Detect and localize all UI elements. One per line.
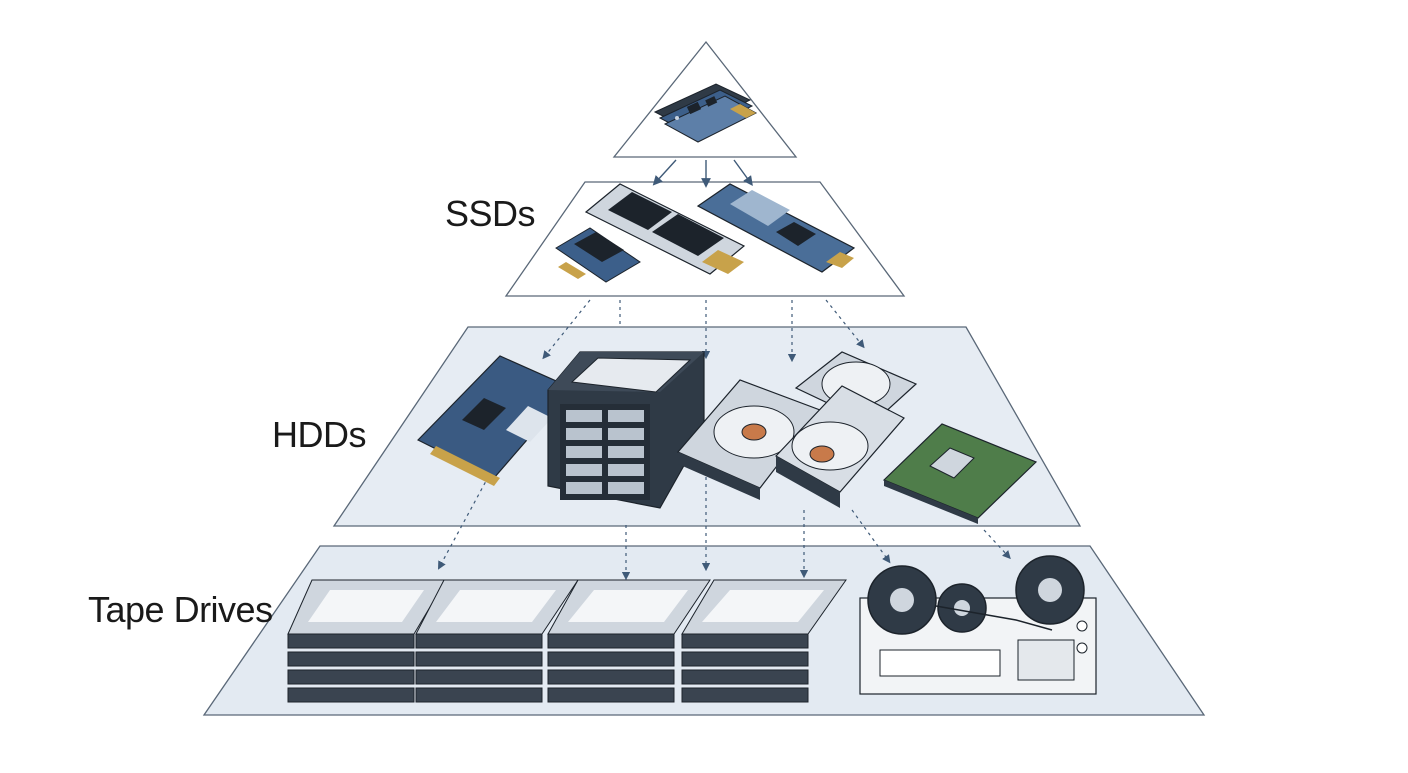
tape-reel-drive-icon — [859, 555, 1097, 695]
arrows-top-to-ssd — [652, 159, 753, 188]
tape-cartridge-stack-2-icon — [415, 579, 579, 703]
hdd-open-drive-middle-icon — [775, 385, 905, 508]
ssd-card-long-icon — [584, 183, 746, 275]
tier-label-ssds: SSDs — [445, 193, 536, 234]
ssd-card-m2-icon — [696, 183, 856, 273]
hdd-open-drive-front-icon — [677, 379, 821, 500]
hdd-enclosure-icon — [547, 351, 705, 509]
arrows-hdd-to-tape — [437, 469, 1011, 581]
tier-label-hdds: HDDs — [272, 414, 367, 455]
arrows-ssd-to-hdd — [542, 299, 865, 363]
nvme-module-stack-icon — [653, 83, 758, 143]
ssd-card-small-icon — [555, 227, 641, 283]
tape-cartridge-stack-4-icon — [681, 579, 847, 703]
hdd-pcb-board-icon — [882, 423, 1038, 524]
tape-cartridge-stack-1-icon — [287, 579, 447, 703]
tape-cartridge-stack-3-icon — [547, 579, 711, 703]
tier-label-tape-drives: Tape Drives — [88, 589, 273, 630]
